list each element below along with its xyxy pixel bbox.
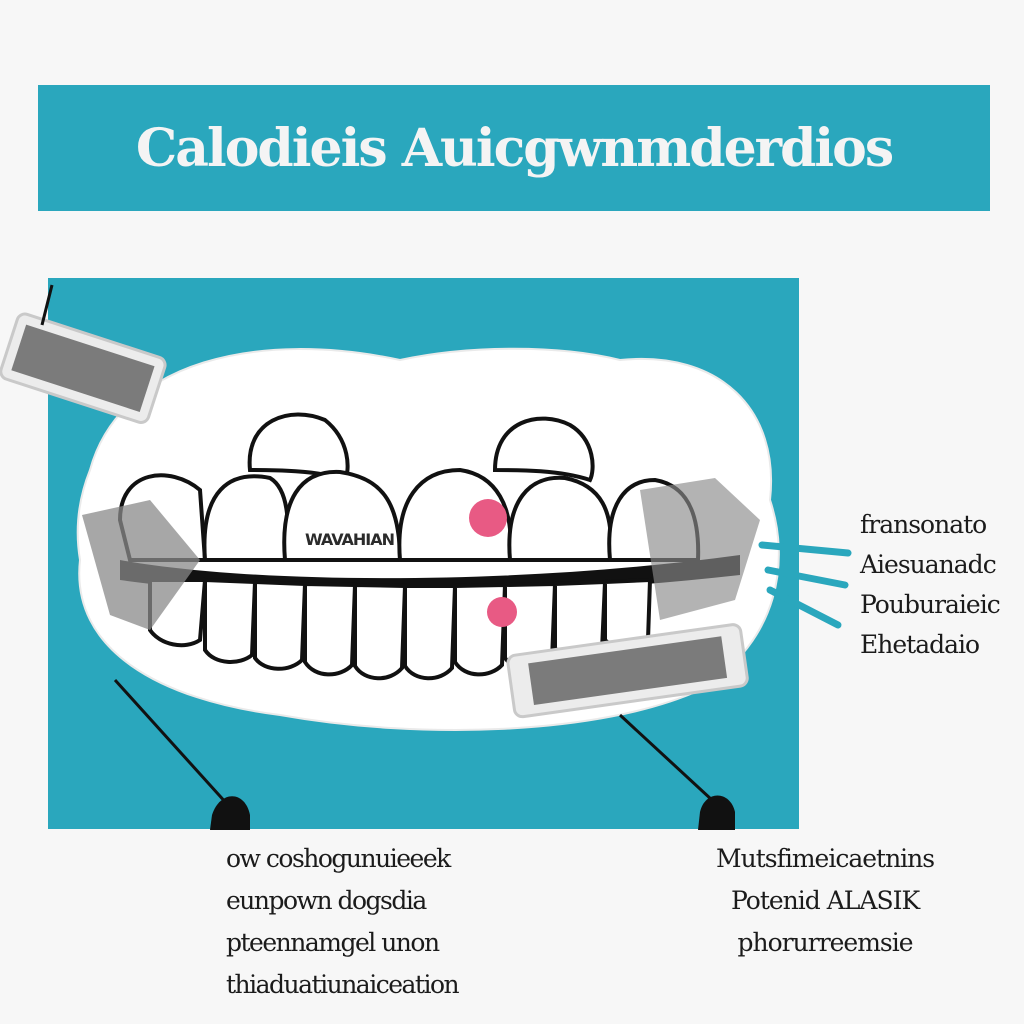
pointer-end-bottom-left [210,796,250,830]
right-pointer-lines [758,541,852,629]
bottom-right-label: Potenid ALASIK [730,886,920,915]
pointer-line-bottom-right [618,713,714,802]
bottom-right-label-list: Mutsfimeicaetnins Potenid ALASIK phorurr… [716,838,935,964]
bottom-right-label: phorurreemsie [737,928,914,957]
page-title: Calodieis Auicgwnmderdios [135,117,894,179]
bottom-right-label: Mutsfimeicaetnins [716,844,935,873]
marker-lower [487,597,517,627]
toothbrush-head-icon [506,623,749,719]
pointer-end-bottom-right [698,795,735,830]
right-label: fransonato [860,510,987,539]
left-molar-shade [82,500,200,630]
right-molar-shade [640,478,760,620]
bottom-left-label: eunpown dogsdia [226,886,427,915]
toothbrush-head-icon [0,312,167,424]
right-label-list: fransonato Aiesuanadc Pouburaieic Ehetad… [860,505,1001,665]
bottom-left-label: thiaduatiunaiceation [226,970,460,999]
right-label: Pouburaieic [860,590,1001,619]
marker-upper [469,499,507,537]
tooth-tag: WAVAHIAN [305,530,395,549]
bottom-left-label-list: ow coshogunuieeek eunpown dogsdia pteenn… [226,838,460,1006]
title-banner: Calodieis Auicgwnmderdios [38,85,990,211]
right-label: Aiesuanadc [860,550,997,579]
pointer-line-bottom-left [113,678,230,807]
right-label: Ehetadaio [860,630,980,659]
bottom-left-label: pteennamgel unon [226,928,440,957]
bottom-left-label: ow coshogunuieeek [226,844,451,873]
pointer-line-top [40,284,54,326]
